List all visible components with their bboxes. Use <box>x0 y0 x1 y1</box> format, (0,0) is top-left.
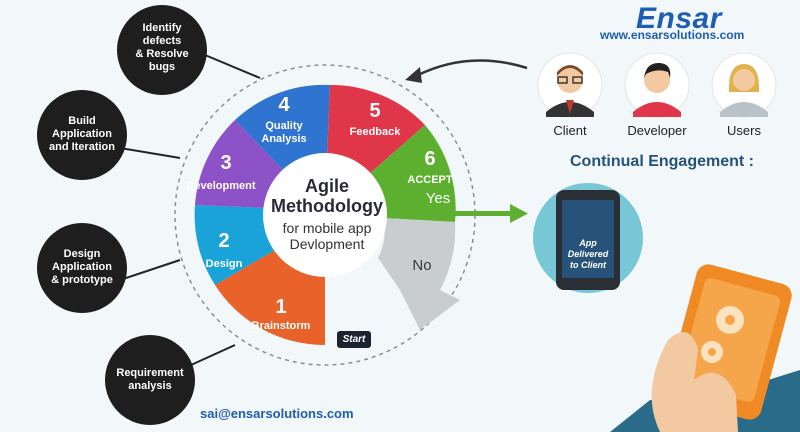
segment-2-label: Design <box>205 258 243 270</box>
segment-quality-analysis <box>235 84 330 172</box>
people-label-developer: Developer <box>627 123 687 138</box>
segment-6-number: 6 <box>424 148 436 170</box>
decision-yes: Yes <box>425 190 451 207</box>
segment-no <box>378 218 460 330</box>
callout-bubble-design <box>37 223 127 313</box>
people-label-users: Users <box>727 123 761 138</box>
callout-pointer-1 <box>204 54 261 79</box>
callout-pointer-2 <box>119 147 181 159</box>
website-link: www.ensarsolutions.com <box>600 28 745 42</box>
callout-pointer-3 <box>119 259 181 281</box>
center-hub <box>263 153 387 277</box>
user-avatar-icon <box>711 52 777 118</box>
segment-brainstorm <box>215 250 325 346</box>
segment-5-label: Feedback <box>349 126 401 138</box>
delivered-phone-icon <box>533 183 643 293</box>
segment-2-number: 2 <box>218 230 230 252</box>
client-avatar-icon <box>537 52 603 118</box>
segment-6-label: ACCEPT <box>407 174 453 186</box>
callout-bubble-bugs <box>117 5 207 95</box>
feedback-arrowhead <box>405 67 422 83</box>
segment-feedback <box>327 84 425 175</box>
segment-development <box>195 120 285 208</box>
agile-cycle-wheel <box>194 84 460 346</box>
continual-engagement-heading: Continual Engagement : <box>570 153 754 170</box>
callout-bubble-build <box>37 90 127 180</box>
segment-3-label: Development <box>186 180 256 192</box>
callout-bubble-requirement <box>105 335 195 425</box>
segment-1-label: Brainstorm <box>251 320 311 332</box>
start-label: Start <box>337 331 371 348</box>
yes-arrow <box>452 204 528 223</box>
decision-no: No <box>412 257 432 274</box>
hand-phone-icon <box>610 264 800 432</box>
segment-design <box>194 205 275 285</box>
segment-1-number: 1 <box>275 296 287 318</box>
people-label-client: Client <box>553 123 587 138</box>
segment-accept <box>368 125 456 222</box>
contact-email: sai@ensarsolutions.com <box>200 406 354 421</box>
segment-3-number: 3 <box>220 152 232 174</box>
developer-avatar-icon <box>624 52 690 118</box>
segment-4-number: 4 <box>278 94 290 116</box>
brand-logo: Ensar <box>636 2 722 35</box>
feedback-arrow <box>417 59 528 77</box>
segment-5-number: 5 <box>369 100 381 122</box>
